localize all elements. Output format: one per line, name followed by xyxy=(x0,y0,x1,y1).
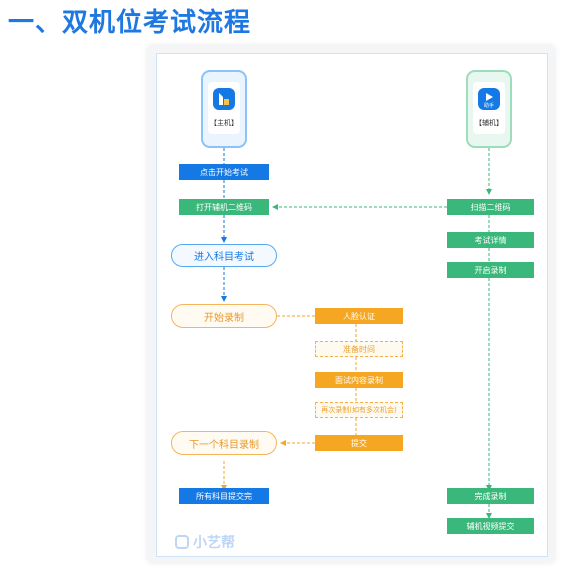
aux-video-submit-step: 辅机视频提交 xyxy=(447,518,534,534)
flowchart-panel: 【主机】 助手 【辅机】 点击开始考试 打开辅机二维码 进入科目考试 开始录制 … xyxy=(148,46,554,562)
connector-lines xyxy=(221,148,492,519)
open-aux-qr-step: 打开辅机二维码 xyxy=(179,199,269,215)
aux-logo-text: 助手 xyxy=(483,103,494,109)
main-phone-label: 【主机】 xyxy=(210,119,238,127)
aux-start-recording-step: 开启录制 xyxy=(447,262,534,278)
aux-phone-label: 【辅机】 xyxy=(475,119,503,127)
next-subject-step: 下一个科目录制 xyxy=(171,431,277,455)
start-recording-step: 开始录制 xyxy=(171,304,277,328)
main-phone: 【主机】 xyxy=(201,70,247,148)
scan-qr-step: 扫描二维码 xyxy=(447,199,534,215)
prep-time-step: 准备时间 xyxy=(315,341,403,357)
aux-app-logo-icon: 助手 xyxy=(478,88,500,110)
flowchart-canvas: 【主机】 助手 【辅机】 点击开始考试 打开辅机二维码 进入科目考试 开始录制 … xyxy=(156,53,548,557)
page-title: 一、双机位考试流程 xyxy=(8,8,252,38)
exam-details-step: 考试详情 xyxy=(447,232,534,248)
record-content-step: 面试内容录制 xyxy=(315,372,403,388)
submit-step: 提交 xyxy=(315,435,403,451)
start-exam-step: 点击开始考试 xyxy=(179,164,269,180)
watermark-text: 小艺帮 xyxy=(193,535,235,551)
face-auth-step: 人脸认证 xyxy=(315,308,403,324)
enter-subject-step: 进入科目考试 xyxy=(171,244,277,267)
watermark: 小艺帮 xyxy=(175,532,235,552)
watermark-logo-icon xyxy=(175,535,189,549)
submit-all-subjects-step: 所有科目提交完 xyxy=(179,488,269,504)
finish-recording-step: 完成录制 xyxy=(447,488,534,504)
aux-phone: 助手 【辅机】 xyxy=(466,70,512,148)
main-app-logo-icon xyxy=(213,88,235,110)
rerecord-step: 再次录制(如有多次机会) xyxy=(315,402,403,418)
